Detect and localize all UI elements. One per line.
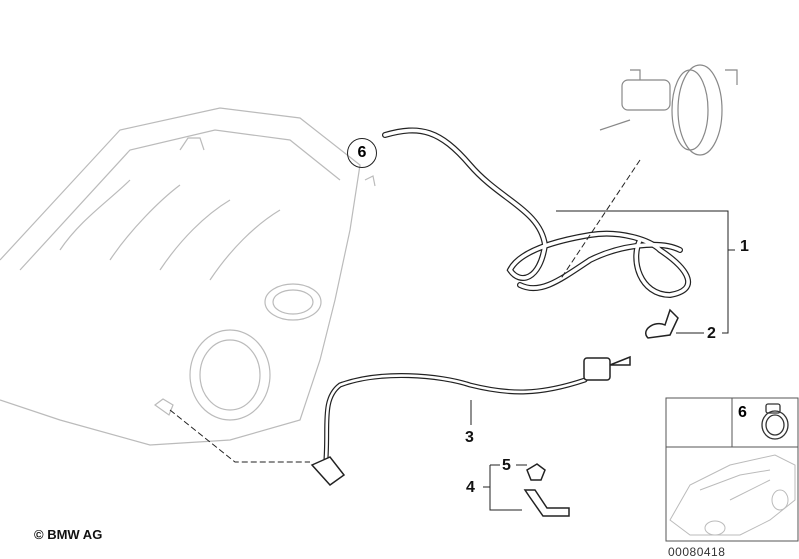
engine-cover-illustration: [0, 107, 376, 446]
leader-lines: [169, 159, 735, 511]
callout-6-circled: 6: [347, 138, 377, 168]
copyright-text: © BMW AG: [34, 527, 103, 542]
hose-connector: [310, 456, 346, 486]
callout-5: 5: [502, 457, 511, 474]
callout-2: 2: [707, 325, 716, 342]
brake-booster-illustration: [599, 64, 738, 156]
callout-1: 1: [740, 238, 749, 255]
callout-4: 4: [466, 479, 475, 496]
callout-label: 6: [357, 144, 367, 161]
hose-clamp-icon: [761, 403, 789, 440]
hose-elbow-2: [645, 308, 679, 339]
bracket-4: [523, 489, 570, 517]
diagram-code: 00080418: [668, 545, 726, 559]
car-illustration-icon: [669, 454, 796, 536]
callout-3: 3: [465, 429, 474, 446]
inset-callout-6: 6: [738, 404, 747, 421]
clip-5: [526, 463, 546, 481]
check-valve: [583, 357, 611, 381]
inset-box: [665, 397, 799, 542]
